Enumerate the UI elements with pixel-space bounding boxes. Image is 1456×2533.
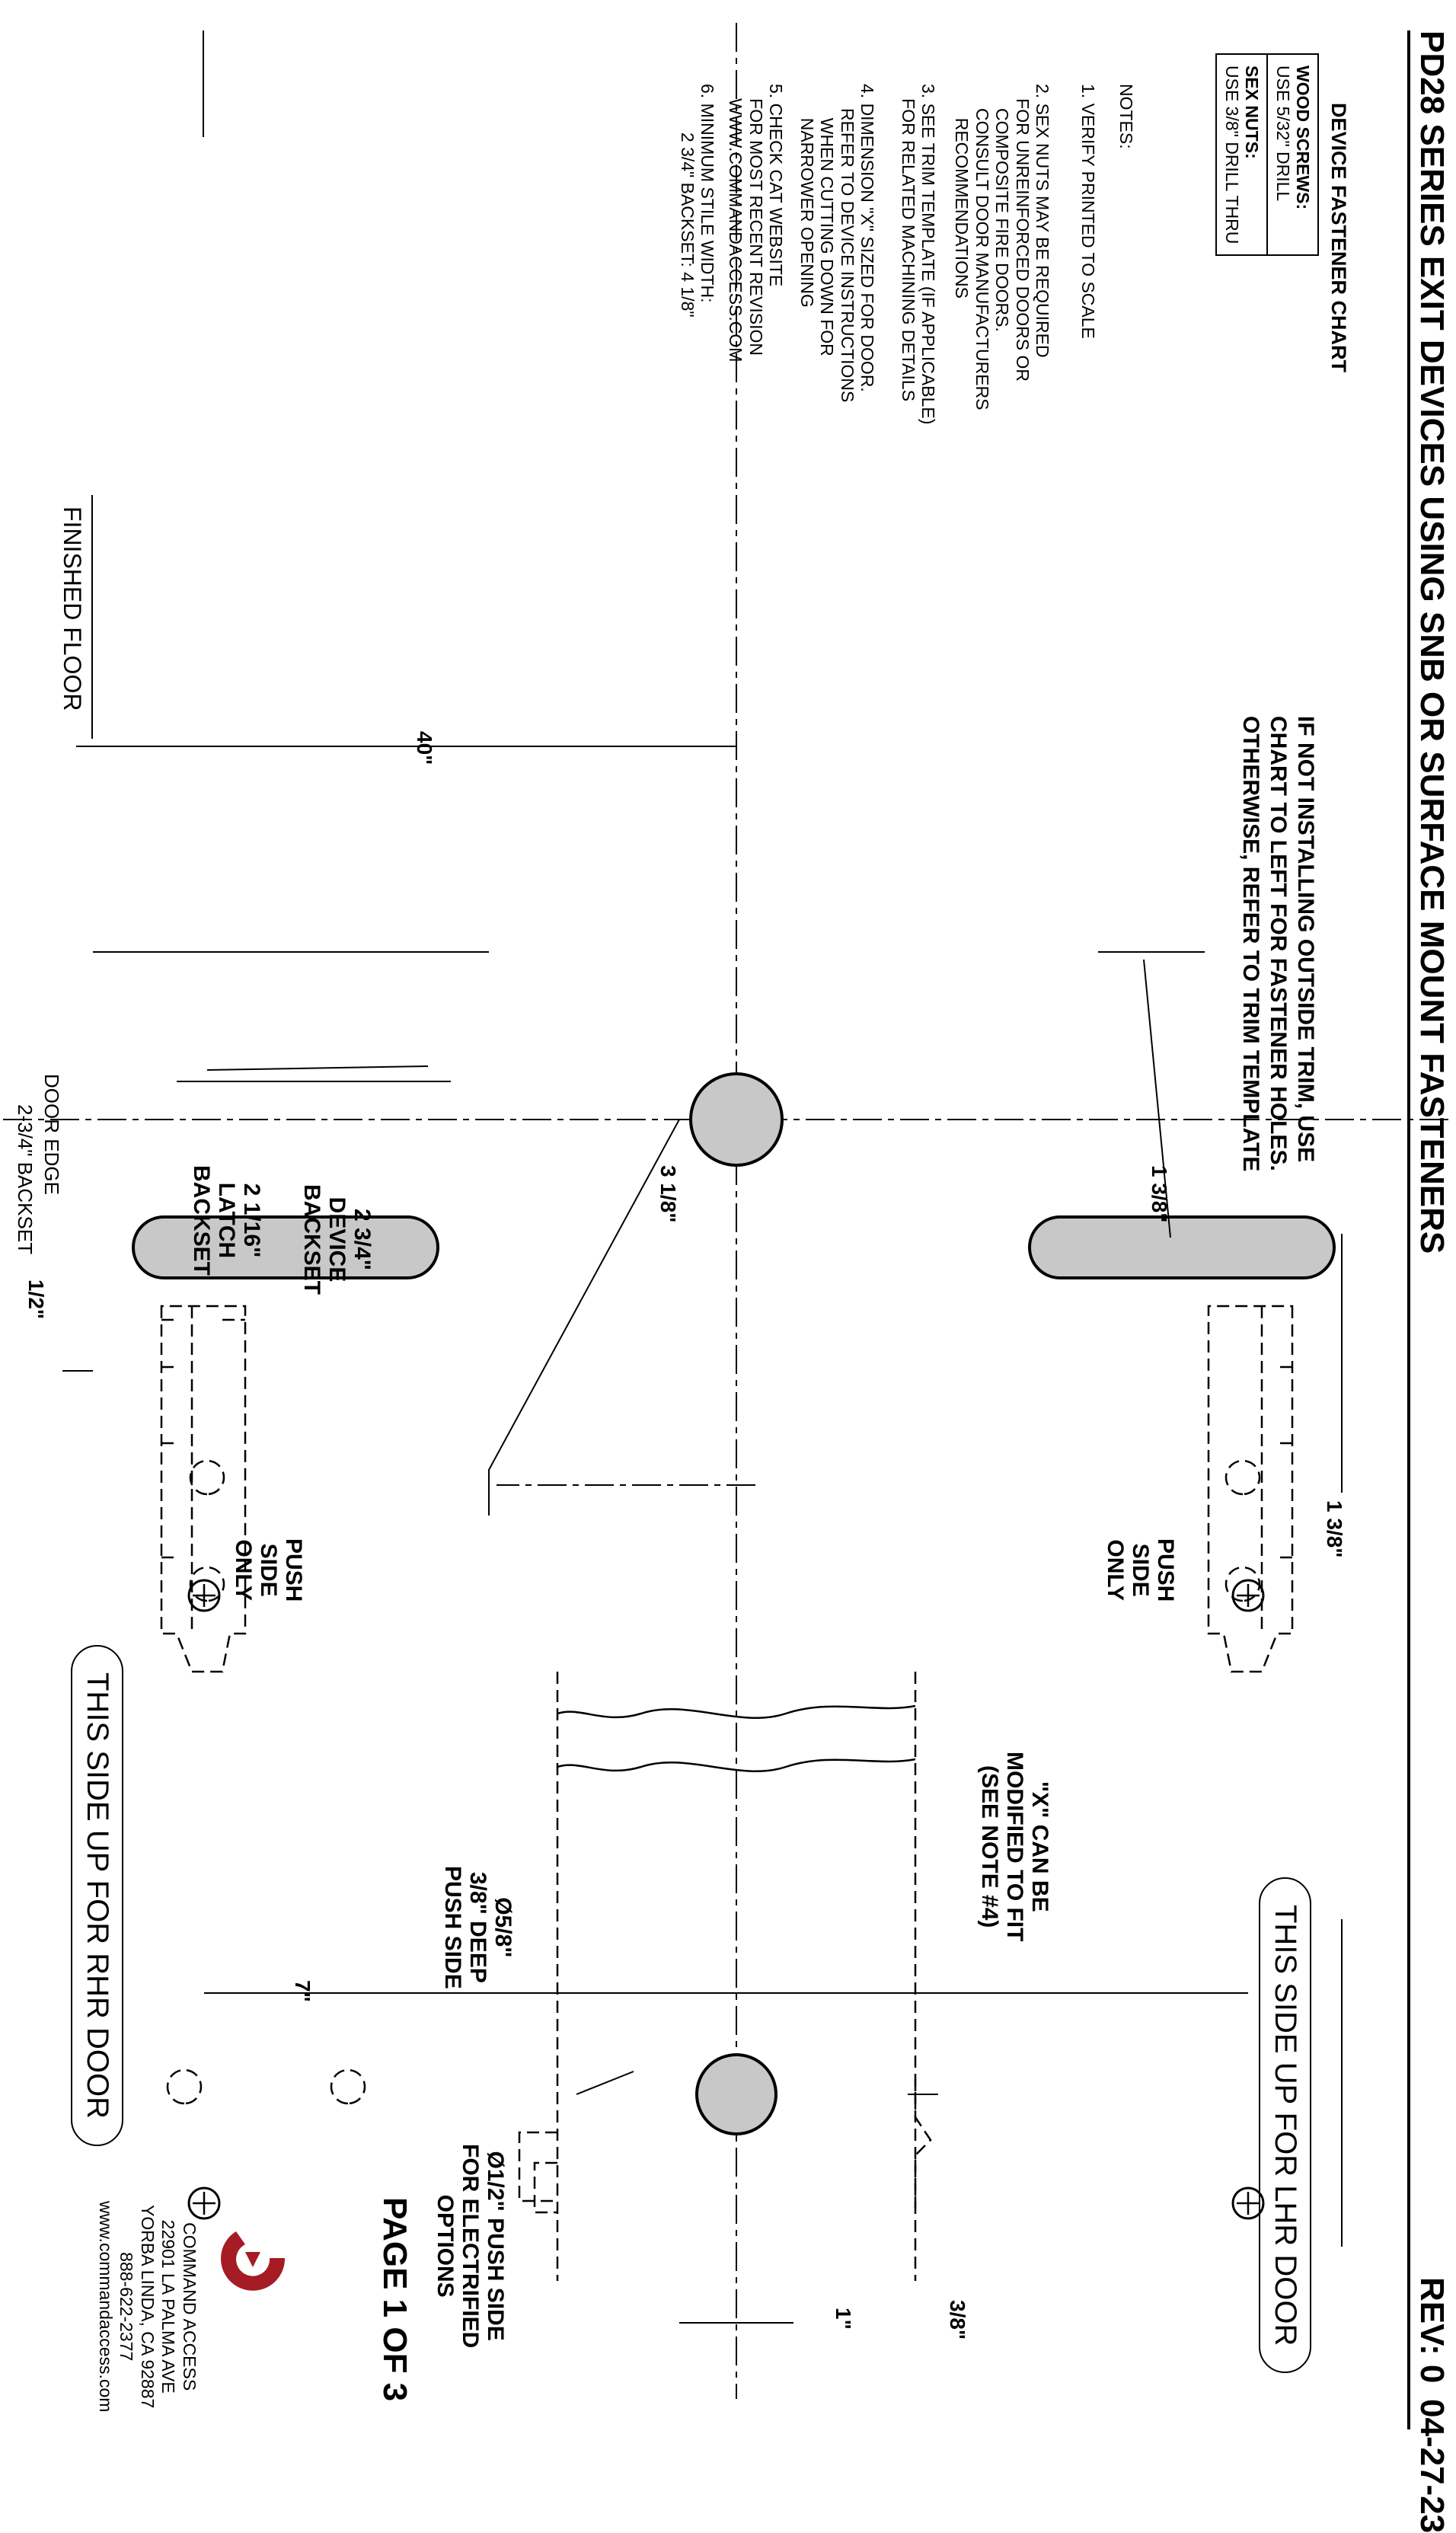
- dim-1: 1": [832, 2308, 855, 2330]
- note-3: 3. SEE TRIM TEMPLATE (IF APPLICABLE) FOR…: [898, 84, 938, 425]
- lhr-side-label: THIS SIDE UP FOR LHR DOOR: [1259, 1877, 1311, 2374]
- fastener-row-label: SEX NUTS:USE 3/8" DRILL THRU: [1216, 54, 1268, 256]
- note-1: 1. VERIFY PRINTED TO SCALE: [1078, 84, 1098, 339]
- slots: [132, 1215, 1336, 1279]
- fastener-row-label: WOOD SCREWS:USE 5/32" DRILL: [1267, 54, 1318, 256]
- door-edge-label: DOOR EDGE: [40, 1074, 63, 1195]
- notes-heading: NOTES:: [1116, 84, 1136, 149]
- hole-1-2: [695, 2053, 777, 2135]
- dim-1-3-8-right: 1 3/8": [1323, 1500, 1346, 1558]
- fastener-chart: WOOD SCREWS:USE 5/32" DRILL SEX NUTS:USE…: [1215, 53, 1319, 256]
- dim-3-8: 3/8": [946, 2300, 969, 2340]
- bottom-bracket-outline: [160, 1305, 247, 1673]
- push-side-only-bottom: PUSH SIDE ONLY: [231, 1538, 306, 1602]
- device-backset-label: 2 3/4" DEVICE BACKSET: [299, 1184, 375, 1295]
- command-access-logo: [221, 2231, 286, 2291]
- chassis-outline: [166, 2068, 932, 2214]
- dim-7: 7": [291, 1980, 315, 2002]
- push-side-only-top: PUSH SIDE ONLY: [1103, 1538, 1178, 1602]
- revision-date: 04-27-23: [1413, 2399, 1451, 2533]
- finished-floor-label: FINISHED FLOOR: [59, 506, 86, 711]
- finished-floor-line: [91, 495, 93, 739]
- page-title: PD28 SERIES EXIT DEVICES USING SNB OR SU…: [1413, 30, 1451, 1254]
- hole-5-8: [689, 1072, 784, 1167]
- note-2: 2. SEX NUTS MAY BE REQUIRED FOR UNREINFO…: [952, 84, 1052, 410]
- rail-break-line-1: [557, 1704, 916, 1720]
- note-5: 5. CHECK CAT WEBSITE FOR MOST RECENT REV…: [726, 84, 786, 363]
- note-6: 6. MINIMUM STILE WIDTH: 2 3/4" BACKSET: …: [677, 84, 717, 318]
- latch-backset-label: 2 1/16" LATCH BACKSET: [189, 1165, 264, 1276]
- fastener-chart-heading: DEVICE FASTENER CHART: [1327, 103, 1350, 373]
- trim-note: IF NOT INSTALLING OUTSIDE TRIM, USE CHAR…: [1238, 716, 1318, 1172]
- rhr-side-label: THIS SIDE UP FOR RHR DOOR: [71, 1645, 123, 2146]
- company-block: COMMAND ACCESS 22901 LA PALMA AVE YORBA …: [95, 2201, 200, 2413]
- hole-1-2-label: Ø1/2" PUSH SIDE FOR ELECTRIFIED OPTIONS: [433, 2144, 508, 2349]
- dim-1-2: 1/2": [24, 1279, 48, 1320]
- dim-40: 40": [413, 731, 436, 765]
- leaders: [177, 30, 1343, 2247]
- note-4: 4. DIMENSION "X" SIZED FOR DOOR. REFER T…: [797, 84, 877, 403]
- template-sheet: PD28 SERIES EXIT DEVICES USING SNB OR SU…: [0, 23, 1451, 2533]
- dim-3-1-8: 3 1/8": [656, 1165, 680, 1223]
- top-bracket-outline: [1207, 1305, 1294, 1673]
- page-number: PAGE 1 OF 3: [376, 2197, 413, 2402]
- drawing-lines: [0, 23, 1448, 2429]
- hole-5-8-label: Ø5/8" 3/8" DEEP PUSH SIDE: [440, 1866, 516, 1989]
- dimension-lines: [62, 746, 1343, 2324]
- rail-outline: [518, 1672, 917, 2281]
- fastener-row: SEX NUTS:USE 3/8" DRILL THRU: [1216, 54, 1268, 256]
- x-modified-label: "X" CAN BE MODIFIED TO FIT (SEE NOTE #4): [977, 1752, 1052, 1942]
- dim-1-3-8-top: 1 3/8": [1148, 1165, 1171, 1223]
- rail-break-line-2: [557, 1758, 916, 1773]
- drawing-stage: PD28 SERIES EXIT DEVICES USING SNB OR SU…: [0, 23, 1451, 2533]
- backset-label: 2-3/4" BACKSET: [14, 1104, 37, 1255]
- fastener-row: WOOD SCREWS:USE 5/32" DRILL: [1267, 54, 1318, 256]
- revision: REV: 0: [1413, 2277, 1451, 2384]
